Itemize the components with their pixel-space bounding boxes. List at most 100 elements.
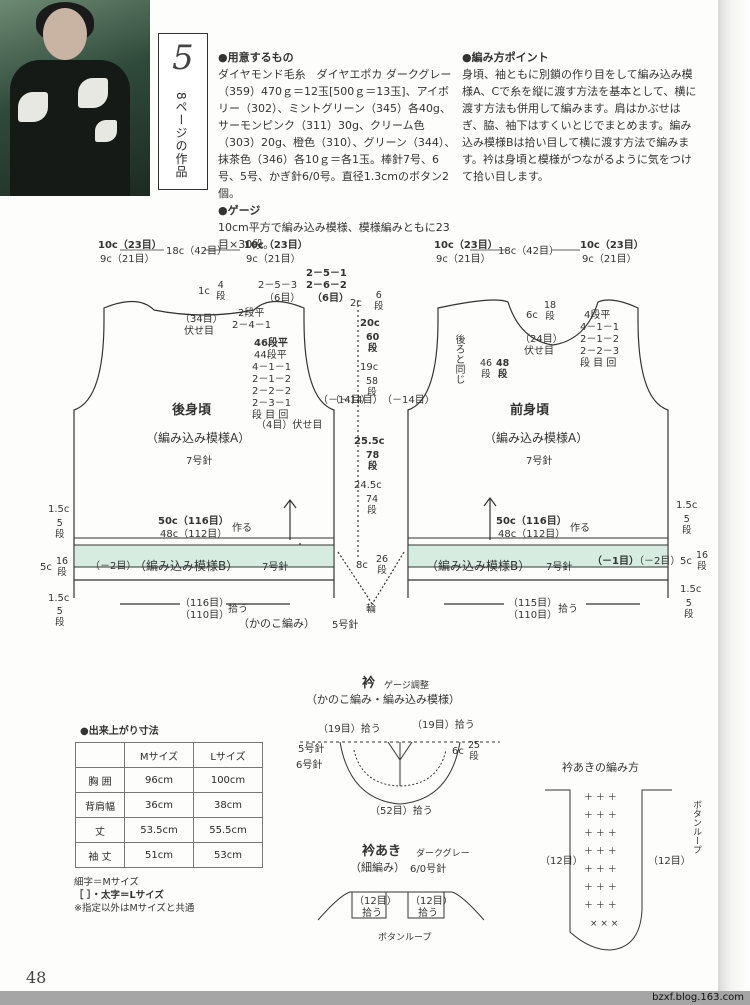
- mid-2c: 2c: [350, 298, 362, 309]
- howto-title: 衿あきの編み方: [562, 761, 639, 774]
- back-shoulder-r-b: 9c（21目）: [246, 254, 301, 265]
- front-neck-width: 18c（42目）: [498, 246, 559, 257]
- mid-6dan: 6 段: [374, 290, 384, 312]
- back-hem-110: （110目）: [180, 610, 230, 621]
- table-row: Mサイズ Lサイズ: [75, 742, 263, 768]
- svg-text:＋ ＋ ＋: ＋ ＋ ＋: [584, 828, 617, 839]
- front-band-pattern: （編み込み模様B）: [426, 559, 531, 573]
- table-row: 丈 53.5cm 55.5cm: [75, 817, 263, 843]
- front-shoulder-r-b: 9c（21目）: [582, 254, 637, 265]
- mid-19c: 19c: [360, 362, 379, 373]
- back-neck-6me-b: （6目）: [312, 293, 349, 304]
- placket-pick12-l: （12目）: [354, 896, 397, 907]
- svg-text:× × ×: × × ×: [590, 919, 618, 929]
- collar-c6: 6c: [452, 746, 464, 757]
- mid-14-l: （－14目）: [330, 395, 383, 406]
- mid-8c: 8c: [356, 560, 368, 571]
- back-pattern: （編み込み模様A）: [146, 431, 251, 445]
- back-neck-253: 2－5－3: [258, 280, 298, 291]
- svg-text:＋ ＋ ＋: ＋ ＋ ＋: [584, 882, 617, 893]
- pattern-badge: 5 8ページの作品: [158, 33, 208, 190]
- collar-gauge-note: ゲージ調整: [384, 681, 429, 691]
- front-neck-6c: 6c: [526, 310, 538, 321]
- collar-pattern: （かのこ編み・編み込み模様）: [306, 693, 460, 706]
- front-outline: [407, 299, 669, 581]
- placket-loop: ボタンループ: [378, 933, 432, 943]
- front-pattern: （編み込み模様A）: [484, 431, 589, 445]
- materials-block: ●用意するもの ダイヤモンド毛糸 ダイヤエポカ ダークグレー（359）470ｇ＝…: [218, 32, 456, 253]
- footnote-line1: 細字＝Mサイズ: [74, 877, 139, 888]
- back-shoulder-r-a: 10c（23目）: [244, 240, 308, 251]
- mid-245c: 24.5c: [354, 480, 382, 491]
- front-48dan: 48 段: [496, 358, 510, 380]
- front-hem-110: （110目）: [508, 610, 558, 621]
- back-band-needle: 7号針: [262, 562, 289, 573]
- front-46dan: 46 段: [480, 358, 493, 380]
- howto-loop: ボタンループ: [691, 800, 701, 854]
- placket-title: 衿あき: [362, 844, 402, 859]
- front-neck-fuse: 伏せ目: [524, 346, 554, 357]
- svg-text:＋ ＋ ＋: ＋ ＋ ＋: [584, 810, 617, 821]
- front-width-48: 48c（112目）: [498, 529, 566, 540]
- front-side-5dan-a: 5 段: [682, 514, 692, 536]
- front-side-15a: 1.5c: [676, 500, 698, 511]
- collar-25dan: 25 段: [468, 740, 481, 762]
- mid-74dan: 74 段: [366, 494, 379, 516]
- placket-color: ダークグレー: [416, 849, 470, 859]
- svg-text:＋ ＋ ＋: ＋ ＋ ＋: [584, 846, 617, 857]
- mid-60dan: 60 段: [366, 332, 380, 354]
- collar-pick19-l: （19目）拾う: [318, 724, 381, 735]
- back-neck-34: （34目）: [180, 314, 223, 325]
- badge-caption: 8ページの作品: [174, 92, 188, 179]
- gauge-heading: ●ゲージ: [218, 204, 261, 217]
- back-band: [73, 544, 335, 568]
- back-side-15b: 1.5c: [48, 593, 70, 604]
- svg-text:＋ ＋ ＋: ＋ ＋ ＋: [584, 864, 617, 875]
- front-band: [407, 544, 669, 568]
- footnote-line2: ［ ］・太字＝Lサイズ: [74, 890, 164, 901]
- points-block: ●編み方ポイント 身頃、袖ともに別鎖の作り目をして編み込み模様A、Cで糸を縦に渡…: [462, 32, 702, 185]
- front-hiro: 拾う: [558, 604, 578, 615]
- back-title: 後身頃: [172, 403, 212, 418]
- mid-255c: 25.5c: [354, 436, 385, 447]
- back-hem-needle: 5号針: [332, 620, 359, 631]
- materials-body: ダイヤモンド毛糸 ダイヤエポカ ダークグレー（359）470ｇ＝12玉[500ｇ…: [218, 68, 456, 200]
- bottom-bar: [0, 991, 750, 1005]
- front-neck-18dan: 18 段: [544, 300, 557, 322]
- svg-text:＋ ＋ ＋: ＋ ＋ ＋: [584, 792, 617, 803]
- front-shoulder-l-b: 9c（21目）: [436, 254, 491, 265]
- back-side-15a: 1.5c: [48, 504, 70, 515]
- back-band-minus2: （－2目）: [90, 561, 137, 572]
- placket-pattern: （細編み）: [350, 861, 405, 874]
- front-band-minus1: （－1目）: [592, 556, 639, 567]
- back-arm-14: （－14目）: [318, 395, 371, 406]
- collar-outline: [339, 741, 461, 805]
- gauge-body: 10cm平方で編み込み模様、模様編みともに23目×30段。: [218, 221, 450, 251]
- collar-n6: 6号針: [296, 760, 323, 771]
- placket-pick12-r: （12目）: [410, 896, 453, 907]
- back-neck-1c: 1c: [198, 286, 210, 297]
- mid-78dan: 78 段: [366, 450, 380, 472]
- table-row: 背肩幅 36cm 38cm: [75, 792, 263, 818]
- front-neck-24: （24目）: [520, 334, 563, 345]
- back-shoulder-l-b: 9c（21目）: [100, 254, 155, 265]
- materials-heading: ●用意するもの: [218, 51, 294, 64]
- page-number: 48: [26, 968, 47, 987]
- back-arm-4me: （4目）伏せ目: [256, 420, 323, 431]
- sizes-heading: ●出来上がり寸法: [80, 726, 159, 737]
- back-saku: 作る: [232, 523, 252, 534]
- placket-outline: [317, 891, 485, 921]
- back-side-5dan-a: 5 段: [55, 518, 65, 540]
- front-side-15b: 1.5c: [680, 584, 702, 595]
- front-width-50: 50c（116目）: [496, 516, 567, 527]
- back-outline: [73, 300, 335, 581]
- watermark: bzxf.blog.163.com: [652, 992, 744, 1003]
- placket-hiro-r: 拾う: [418, 908, 438, 919]
- sizes-table: Mサイズ Lサイズ 胸 囲 96cm 100cm 背肩幅 36cm 38cm 丈…: [75, 742, 263, 868]
- collar-n5: 5号針: [298, 744, 325, 755]
- front-needle: 7号針: [526, 456, 553, 467]
- back-arm-44: 44段平: [254, 350, 287, 361]
- footnote-line3: ※指定以外はMサイズと共通: [74, 903, 195, 914]
- back-arm-list: 4－1－1 2－1－2 2－2－2 2－3－1 段 目 回: [252, 362, 292, 421]
- back-hiro: 拾う: [228, 604, 248, 615]
